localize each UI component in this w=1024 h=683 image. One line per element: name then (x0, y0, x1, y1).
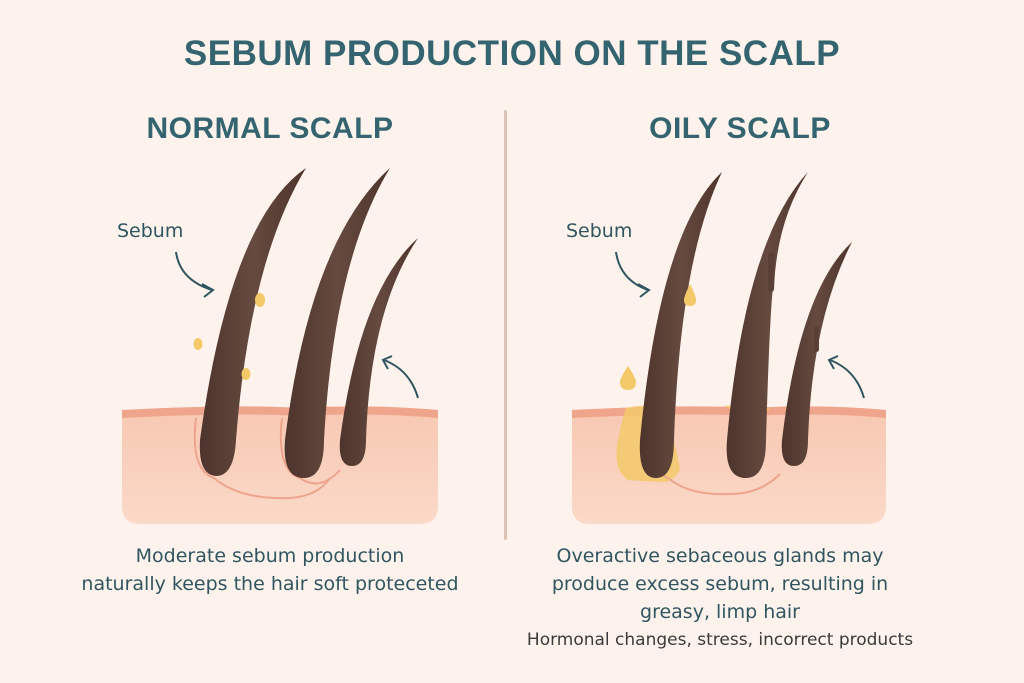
caption-line: Moderate sebum production (135, 545, 405, 567)
causes-note: Hormonal changes, stress, incorrect prod… (526, 630, 914, 650)
caption-line: produce excess sebum, resulting in (551, 573, 889, 595)
caption-line: naturally keeps the hair soft proteceted (81, 573, 459, 595)
hair-strand (726, 172, 808, 478)
skin-layer (122, 406, 438, 524)
caption-line: Overactive sebaceous glands may (556, 545, 884, 567)
arrow-icon (175, 251, 213, 291)
normal-scalp-caption: Moderate sebum production naturally keep… (40, 542, 500, 598)
normal-sebum-label: Sebum (117, 220, 184, 242)
hair-strand (339, 238, 418, 466)
sebum-droplet (193, 338, 203, 350)
arrow-icon (383, 359, 419, 399)
hair-strand (199, 168, 306, 476)
sebum-drip (814, 326, 819, 352)
arrow-icon (615, 251, 649, 291)
oily-scalp-illustration (572, 172, 886, 524)
hair-strand (639, 172, 722, 478)
sebum-drip (768, 252, 774, 292)
hair-strand (781, 242, 852, 466)
oily-scalp-caption: Overactive sebaceous glands may produce … (520, 542, 920, 626)
oily-scalp-heading: OILY SCALP (649, 112, 831, 145)
page-title: SEBUM PRODUCTION ON THE SCALP (183, 34, 841, 73)
arrow-icon (829, 359, 865, 399)
panel-divider (504, 110, 507, 540)
oily-sebum-label: Sebum (566, 220, 633, 242)
normal-scalp-heading: NORMAL SCALP (146, 112, 394, 145)
normal-scalp-illustration (122, 168, 438, 524)
caption-line: greasy, limp hair (640, 601, 800, 623)
sebum-droplet (684, 284, 696, 306)
sebum-droplet (241, 368, 251, 380)
sebum-droplet (620, 366, 636, 390)
hair-strand (284, 168, 390, 478)
sebum-droplet (255, 293, 265, 307)
